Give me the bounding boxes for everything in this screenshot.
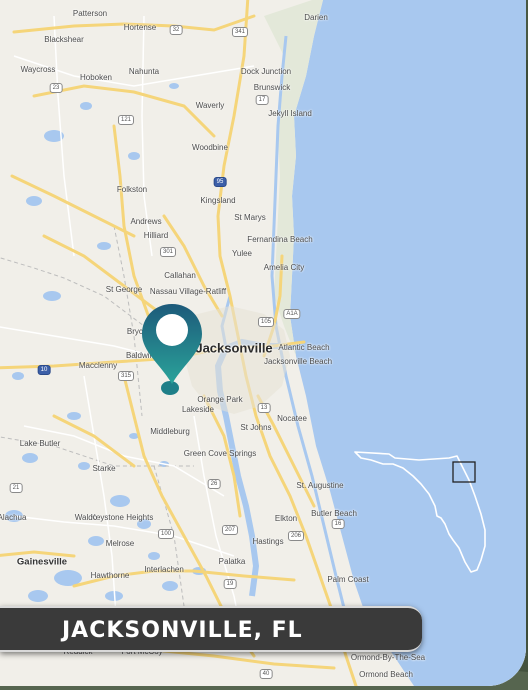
place-label: Alachua: [0, 513, 27, 522]
route-shield: 121: [117, 115, 135, 125]
place-label: St George: [105, 285, 143, 294]
place-label: Brunswick: [253, 83, 291, 92]
route-shield: 105: [257, 317, 275, 327]
route-shield: 19: [223, 579, 237, 589]
route-shield: A1A: [283, 309, 301, 319]
place-label: Patterson: [72, 9, 108, 18]
place-label: Callahan: [164, 271, 196, 280]
place-label: Lake Butler: [19, 439, 61, 448]
route-shield: 21: [9, 483, 23, 493]
place-label: St Johns: [240, 423, 272, 432]
route-shield: 32: [169, 25, 183, 35]
route-shield: 10: [37, 365, 51, 375]
place-label: Lakeside: [181, 405, 215, 414]
route-shield: 40: [259, 669, 273, 679]
place-label: Woodbine: [192, 143, 228, 152]
city-label-gainesville: Gainesville: [16, 556, 68, 568]
place-label: Ormond-By-The-Sea: [350, 653, 426, 662]
place-label: Nassau Village-Ratliff: [149, 287, 227, 296]
place-label: Middleburg: [150, 427, 190, 436]
location-title: JACKSONVILLE, FL: [62, 618, 303, 643]
jacksonville-urban-area: [184, 306, 290, 414]
place-label: Orange Park: [197, 395, 243, 404]
place-label: Hawthorne: [90, 571, 130, 580]
place-label: Hastings: [252, 537, 284, 546]
place-label: Melrose: [105, 539, 135, 548]
place-label: Baldwin: [125, 351, 155, 360]
place-label: Keystone Heights: [90, 513, 154, 522]
route-shield: 315: [117, 371, 135, 381]
place-label: Macclenny: [78, 361, 118, 370]
route-shield: 341: [231, 27, 249, 37]
route-shield: 206: [287, 531, 305, 541]
place-label: Blackshear: [44, 35, 84, 44]
place-label: Hortense: [123, 23, 157, 32]
location-title-banner: JACKSONVILLE, FL: [0, 606, 422, 652]
place-label: Andrews: [130, 217, 162, 226]
place-label: Jekyll Island: [268, 109, 312, 118]
place-label: Waycross: [20, 65, 56, 74]
location-pin-icon[interactable]: [140, 302, 204, 396]
place-label: Palatka: [218, 557, 246, 566]
place-label: Ormond Beach: [359, 670, 413, 679]
place-label: Darien: [304, 13, 328, 22]
place-label: Hilliard: [143, 231, 169, 240]
place-label: Elkton: [274, 514, 298, 523]
route-shield: 95: [213, 177, 227, 187]
florida-inset-outline: [354, 451, 486, 573]
place-label: Yulee: [231, 249, 253, 258]
place-label: Waldo: [74, 513, 98, 522]
place-label: St. Augustine: [296, 481, 344, 490]
route-shield: 13: [257, 403, 271, 413]
city-label-jacksonville: Jacksonville: [195, 340, 273, 356]
place-label: Kingsland: [200, 196, 236, 205]
route-shield: 16: [331, 519, 345, 529]
place-label: St Marys: [234, 213, 266, 222]
place-label: Nahunta: [128, 67, 160, 76]
route-shield: 100: [157, 529, 175, 539]
place-label: Hoboken: [79, 73, 113, 82]
place-label: Nocatee: [277, 414, 307, 423]
place-label: Green Cove Springs: [183, 449, 257, 458]
place-label: Palm Coast: [327, 575, 369, 584]
place-label: Waverly: [195, 101, 225, 110]
place-label: Starke: [92, 464, 116, 473]
route-shield: 23: [49, 83, 63, 93]
place-label: Atlantic Beach: [278, 343, 330, 352]
place-label: Fernandina Beach: [247, 235, 313, 244]
atlantic-ocean: [290, 0, 526, 686]
place-label: Jacksonville Beach: [263, 357, 333, 366]
place-label: Interlachen: [144, 565, 184, 574]
route-shield: 301: [159, 247, 177, 257]
place-label: Amelia City: [263, 263, 305, 272]
route-shield: 26: [207, 479, 221, 489]
route-shield: 207: [221, 525, 239, 535]
place-label: Folkston: [116, 185, 148, 194]
place-label: Dock Junction: [240, 67, 292, 76]
place-label: Butler Beach: [311, 509, 357, 518]
location-marker-box: [452, 461, 476, 483]
route-shield: 17: [255, 95, 269, 105]
